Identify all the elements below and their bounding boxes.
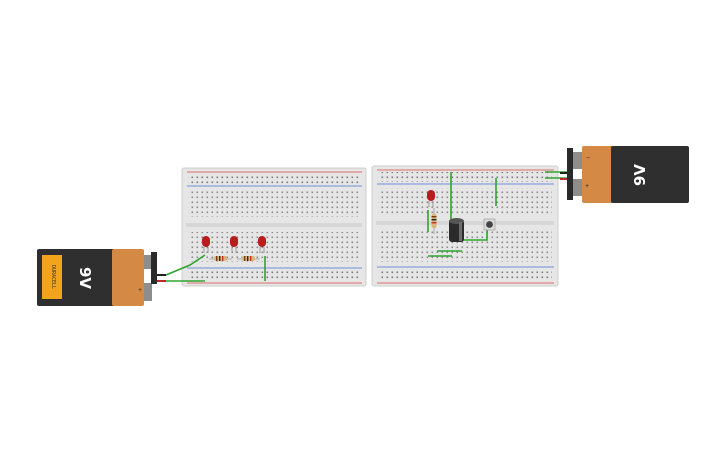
power-rail-bottom[interactable] xyxy=(188,270,360,280)
led-red[interactable] xyxy=(202,236,210,253)
battery-right-cap xyxy=(582,146,614,203)
battery-left[interactable]: 9V DURACELL + xyxy=(37,249,157,306)
battery-right-body xyxy=(611,146,689,203)
resistor[interactable] xyxy=(237,256,260,261)
resistor[interactable] xyxy=(431,208,437,234)
led-red[interactable] xyxy=(258,236,266,253)
power-rail-top[interactable] xyxy=(378,172,552,182)
battery-left-cap xyxy=(112,249,144,306)
plus-sign-icon: + xyxy=(585,183,589,190)
led-red[interactable] xyxy=(230,236,238,253)
battery-right-terminal-pos[interactable] xyxy=(573,179,582,196)
plus-sign-icon: + xyxy=(138,287,142,294)
wire-green[interactable] xyxy=(165,254,206,276)
battery-left-voltage: 9V xyxy=(76,267,94,289)
breadboard-right[interactable] xyxy=(371,165,559,287)
resistor[interactable] xyxy=(209,256,232,261)
capacitor[interactable] xyxy=(449,218,464,242)
battery-right[interactable]: 9V − + xyxy=(567,146,689,203)
center-channel xyxy=(186,223,362,227)
breadboard-left[interactable] xyxy=(181,167,367,287)
terminal-strip-bottom[interactable] xyxy=(188,232,360,262)
battery-left-sticker xyxy=(42,255,62,299)
terminal-strip-top[interactable] xyxy=(188,190,360,217)
battery-left-sticker-text: DURACELL xyxy=(50,265,56,289)
power-rail-top[interactable] xyxy=(188,174,360,184)
center-channel xyxy=(376,221,554,225)
led-red[interactable] xyxy=(427,190,435,207)
wire-green[interactable] xyxy=(463,230,488,241)
battery-left-terminal-pos[interactable] xyxy=(144,283,152,301)
battery-right-clip xyxy=(567,148,573,200)
terminal-strip-top[interactable] xyxy=(378,188,552,216)
minus-sign-icon: − xyxy=(586,155,590,162)
battery-left-terminal-neg[interactable] xyxy=(144,255,152,269)
terminal-strip-bottom[interactable] xyxy=(378,230,552,262)
battery-left-clip xyxy=(151,252,157,284)
battery-right-voltage: 9V xyxy=(631,164,649,186)
battery-right-terminal-neg[interactable] xyxy=(573,152,582,169)
pushbutton[interactable] xyxy=(483,218,496,231)
power-rail-bottom[interactable] xyxy=(378,270,552,280)
